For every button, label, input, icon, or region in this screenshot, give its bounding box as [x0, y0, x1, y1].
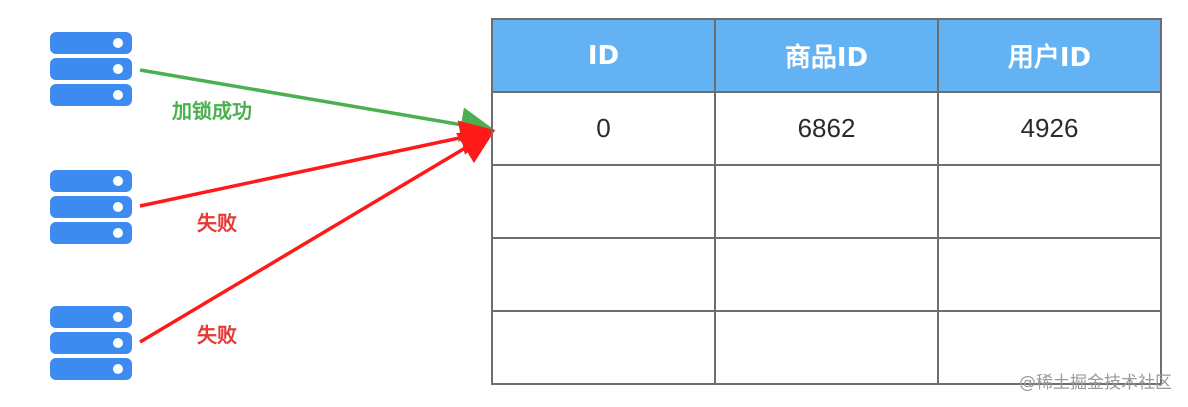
table-cell	[937, 237, 1162, 312]
table-cell	[937, 310, 1162, 385]
fail-arrow-1	[139, 120, 496, 208]
server-rack-bar	[50, 170, 132, 192]
server-rack-bar	[50, 358, 132, 380]
column-header-product-id: 商品ID	[714, 18, 939, 93]
fail-label-1: 失败	[197, 211, 237, 235]
led-icon	[113, 312, 123, 322]
led-icon	[113, 364, 123, 374]
table-cell: 0	[491, 91, 716, 166]
led-icon	[113, 90, 123, 100]
table-row	[491, 310, 1162, 385]
server-rack-bar	[50, 196, 132, 218]
server-rack-bar	[50, 332, 132, 354]
server-rack-bar	[50, 306, 132, 328]
success-arrow	[139, 68, 496, 142]
table-row	[491, 237, 1162, 312]
success-label: 加锁成功	[172, 99, 252, 123]
server-rack-bar	[50, 84, 132, 106]
fail-arrow-2	[139, 130, 496, 344]
table-cell: 4926	[937, 91, 1162, 166]
led-icon	[113, 176, 123, 186]
led-icon	[113, 38, 123, 48]
table-header-row: ID 商品ID 用户ID	[491, 18, 1162, 93]
fail-label-2: 失败	[197, 323, 237, 347]
led-icon	[113, 64, 123, 74]
table-cell	[714, 237, 939, 312]
server-icon-2	[50, 170, 132, 248]
server-rack-bar	[50, 58, 132, 80]
led-icon	[113, 202, 123, 212]
led-icon	[113, 338, 123, 348]
table-cell	[714, 310, 939, 385]
lock-table: ID 商品ID 用户ID 0 6862 4926	[491, 18, 1162, 385]
table-cell	[937, 164, 1162, 239]
table-row: 0 6862 4926	[491, 91, 1162, 166]
led-icon	[113, 228, 123, 238]
table-cell: 6862	[714, 91, 939, 166]
column-header-user-id: 用户ID	[937, 18, 1162, 93]
table-row	[491, 164, 1162, 239]
table-cell	[491, 237, 716, 312]
server-rack-bar	[50, 32, 132, 54]
server-icon-3	[50, 306, 132, 384]
server-rack-bar	[50, 222, 132, 244]
table-cell	[491, 310, 716, 385]
table-cell	[714, 164, 939, 239]
server-icon-1	[50, 32, 132, 110]
table-cell	[491, 164, 716, 239]
column-header-id: ID	[491, 18, 716, 93]
watermark: @稀土掘金技术社区	[1019, 373, 1172, 393]
